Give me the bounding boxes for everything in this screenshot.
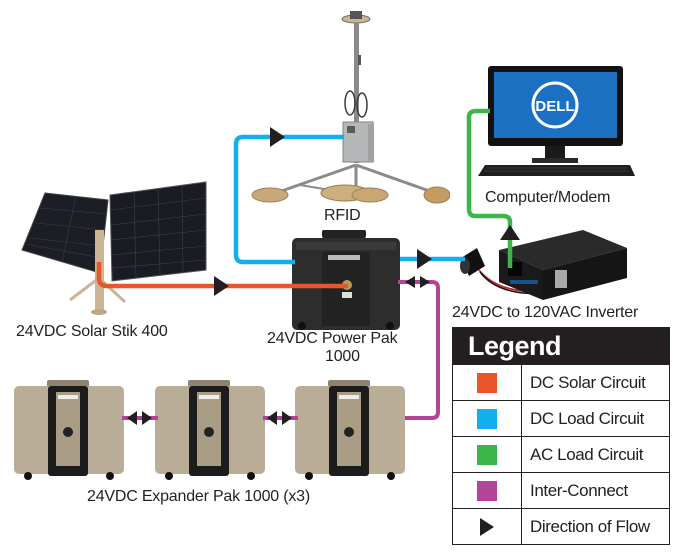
legend-label: Inter-Connect — [530, 480, 628, 500]
legend-label: Direction of Flow — [530, 516, 650, 536]
flow-arrow-rfid — [270, 127, 285, 147]
wire-dc-load-rfid — [233, 134, 344, 265]
flow-arrow-computer — [500, 225, 520, 240]
inverter-label: 24VDC to 120VAC Inverter — [452, 304, 639, 321]
legend-title: Legend — [453, 328, 669, 364]
bidir-arrow-left-main — [405, 276, 415, 288]
inter-connect-swatch — [477, 480, 497, 501]
computer-label: Computer/Modem — [485, 189, 611, 206]
bidir-arrow-left-1-2 — [127, 411, 137, 425]
legend-row-direction: Direction of Flow — [453, 508, 669, 544]
power-pak-label-line2: 1000 — [325, 348, 360, 365]
rfid-label: RFID — [324, 207, 361, 224]
triangle-right-icon — [480, 517, 494, 536]
computer-image: DELL — [478, 66, 635, 176]
dc-load-swatch — [477, 408, 497, 429]
legend-row-inter-connect: Inter-Connect — [453, 472, 669, 508]
rfid-tower-image — [251, 11, 450, 204]
flow-arrow-inverter — [417, 249, 432, 269]
legend-row-dc-solar: DC Solar Circuit — [453, 364, 669, 400]
expander-pak-image-1 — [14, 380, 124, 480]
power-pak-label-line1: 24VDC Power Pak — [267, 330, 398, 347]
legend: Legend DC Solar Circuit DC Load Circuit … — [452, 327, 670, 545]
expander-pak-image-2 — [155, 380, 265, 480]
flow-arrow-solar — [214, 276, 229, 296]
wire-ac-load — [466, 108, 513, 268]
legend-label: DC Load Circuit — [530, 408, 644, 428]
legend-label: AC Load Circuit — [530, 444, 644, 464]
dell-logo-text: DELL — [535, 98, 574, 115]
wire-dc-solar — [96, 262, 348, 289]
bidir-arrow-right-2-3 — [282, 411, 292, 425]
legend-row-ac-load: AC Load Circuit — [453, 436, 669, 472]
bidir-arrow-right-1-2 — [142, 411, 152, 425]
expanders-label: 24VDC Expander Pak 1000 (x3) — [87, 488, 310, 505]
wire-interconnect-main — [398, 280, 440, 420]
solar-label: 24VDC Solar Stik 400 — [16, 323, 168, 340]
legend-row-dc-load: DC Load Circuit — [453, 400, 669, 436]
bidir-arrow-right-main — [420, 276, 430, 288]
ac-load-swatch — [477, 444, 497, 465]
legend-label: DC Solar Circuit — [530, 372, 646, 392]
bidir-arrow-left-2-3 — [267, 411, 277, 425]
dc-solar-swatch — [477, 372, 497, 393]
expander-pak-image-3 — [295, 380, 405, 480]
